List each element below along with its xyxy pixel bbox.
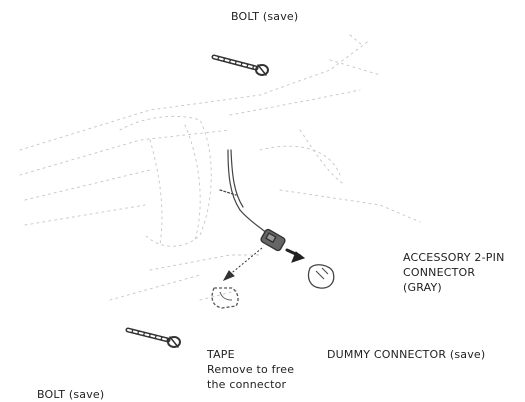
- tape-arrow: [222, 247, 263, 281]
- accessory-connector: [260, 228, 286, 252]
- background-sketch: [19, 34, 421, 301]
- tape-label-line-3: the connector: [207, 378, 287, 391]
- tape-label-line-2: Remove to free: [207, 363, 295, 376]
- accessory-connector-label-line-1: ACCESSORY 2-PIN: [403, 251, 505, 264]
- bolt-top: [211, 54, 269, 76]
- dummy-arrow: [285, 248, 306, 263]
- accessory-connector-label-line-2: CONNECTOR: [403, 266, 476, 279]
- tape-piece: [211, 287, 239, 309]
- bolt-bottom: [125, 327, 181, 348]
- tape-label: TAPE Remove to free the connector: [207, 347, 294, 392]
- accessory-connector-label: ACCESSORY 2-PIN CONNECTOR (GRAY): [403, 250, 505, 295]
- wire-harness: [219, 149, 271, 237]
- dummy-connector-label: DUMMY CONNECTOR (save): [327, 348, 486, 361]
- bolt-top-label: BOLT (save): [231, 10, 299, 23]
- dummy-connector: [307, 264, 335, 289]
- accessory-connector-label-line-3: (GRAY): [403, 281, 442, 294]
- tape-label-line-1: TAPE: [207, 348, 235, 361]
- bolt-bottom-label: BOLT (save): [37, 388, 105, 401]
